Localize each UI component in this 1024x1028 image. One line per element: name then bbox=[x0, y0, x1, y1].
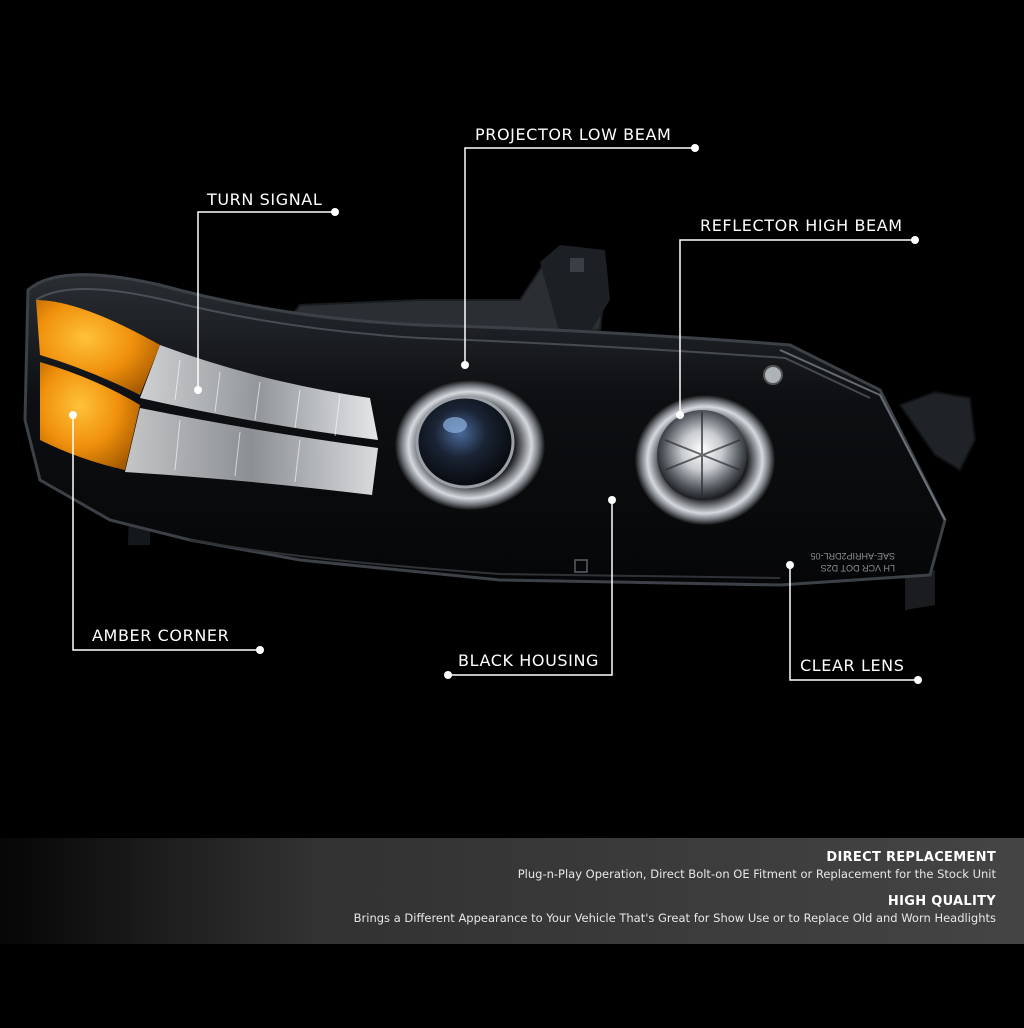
lens-marking: LH VCR DOT D2S SAE-AHRIP2DRL-05 bbox=[810, 551, 895, 573]
feature-desc-high-quality: Brings a Different Appearance to Your Ve… bbox=[353, 911, 996, 925]
feature-title-direct-replacement: DIRECT REPLACEMENT bbox=[826, 850, 996, 865]
callout-black-housing: BLACK HOUSING bbox=[458, 651, 600, 670]
callout-lines bbox=[72, 147, 918, 681]
clear-lens-edge bbox=[779, 349, 946, 521]
callout-projector-low-beam: PROJECTOR LOW BEAM bbox=[475, 125, 672, 144]
turn-signal-strip bbox=[125, 345, 378, 495]
callout-reflector-high-beam: REFLECTOR HIGH BEAM bbox=[700, 216, 903, 235]
projector-low-beam bbox=[395, 380, 545, 510]
lens-marking-line-2: SAE-AHRIP2DRL-05 bbox=[810, 551, 895, 561]
lens-marking-line-1: LH VCR DOT D2S bbox=[821, 563, 895, 573]
callout-turn-signal: TURN SIGNAL bbox=[207, 190, 323, 209]
callout-amber-corner: AMBER CORNER bbox=[92, 626, 230, 645]
feature-title-high-quality: HIGH QUALITY bbox=[887, 894, 996, 909]
callout-clear-lens: CLEAR LENS bbox=[800, 656, 905, 675]
reflector-high-beam bbox=[635, 395, 775, 525]
callout-dots bbox=[69, 144, 922, 684]
amber-corner-lens bbox=[36, 300, 160, 470]
feature-desc-direct-replacement: Plug-n-Play Operation, Direct Bolt-on OE… bbox=[517, 867, 996, 881]
feature-banner: DIRECT REPLACEMENT Plug-n-Play Operation… bbox=[0, 838, 1024, 944]
